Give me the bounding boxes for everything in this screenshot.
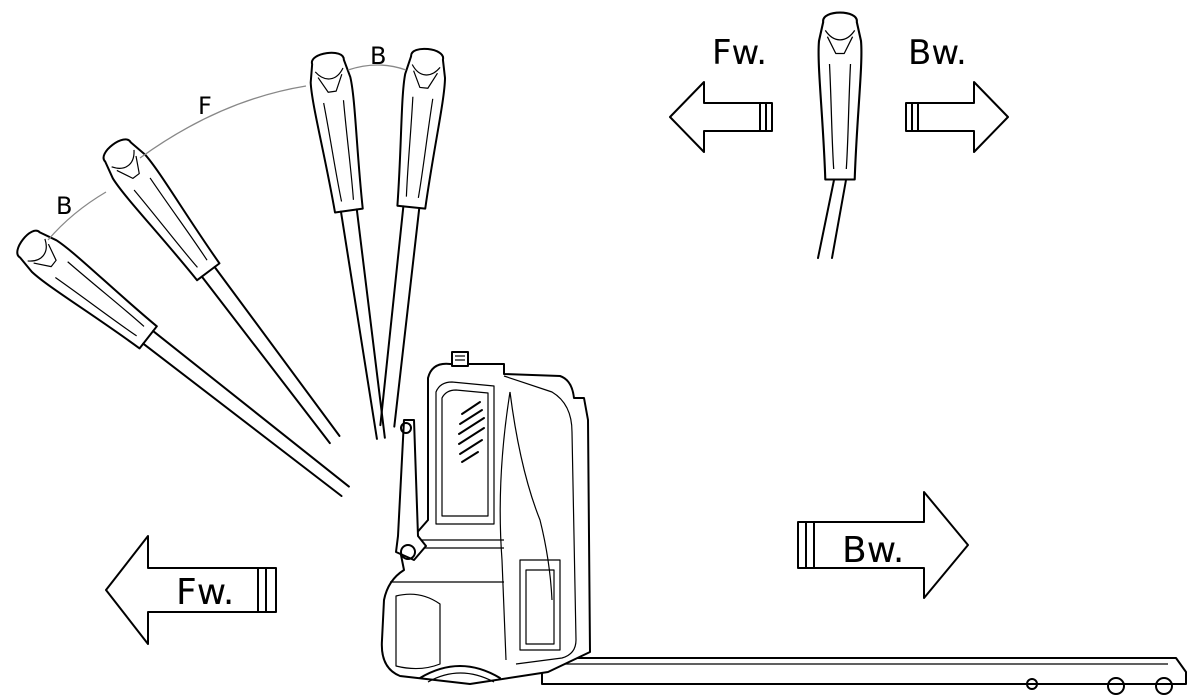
inset-backward-label: Bw.: [908, 33, 967, 73]
tiller-handle-icon-lower: [95, 131, 341, 445]
arc-f: [139, 85, 307, 159]
tiller-handle-icon-upright: [379, 45, 450, 428]
main-forward-label: Fw.: [176, 572, 234, 613]
arc-b-top-label: B: [370, 42, 386, 70]
arc-b-left-label: B: [56, 192, 72, 220]
inset-forward-arrow-icon: [669, 81, 773, 153]
arc-b-left: [47, 191, 107, 241]
vent-slots: [458, 401, 485, 463]
arc-f-label: F: [198, 92, 212, 120]
arc-b-top: [347, 64, 407, 71]
inset-handle-icon: [817, 11, 863, 259]
main-forward-arrow-icon: [105, 535, 277, 645]
pallet-truck-icon: [380, 351, 1187, 695]
main-backward-arrow-icon: [797, 491, 969, 599]
inset-backward-arrow-icon: [905, 81, 1009, 153]
tiller-handle-icon-upper: [305, 49, 386, 440]
tiller-handle-icon-lowest: [9, 222, 350, 497]
main-backward-label: Bw.: [842, 530, 904, 571]
inset-forward-label: Fw.: [712, 33, 767, 73]
